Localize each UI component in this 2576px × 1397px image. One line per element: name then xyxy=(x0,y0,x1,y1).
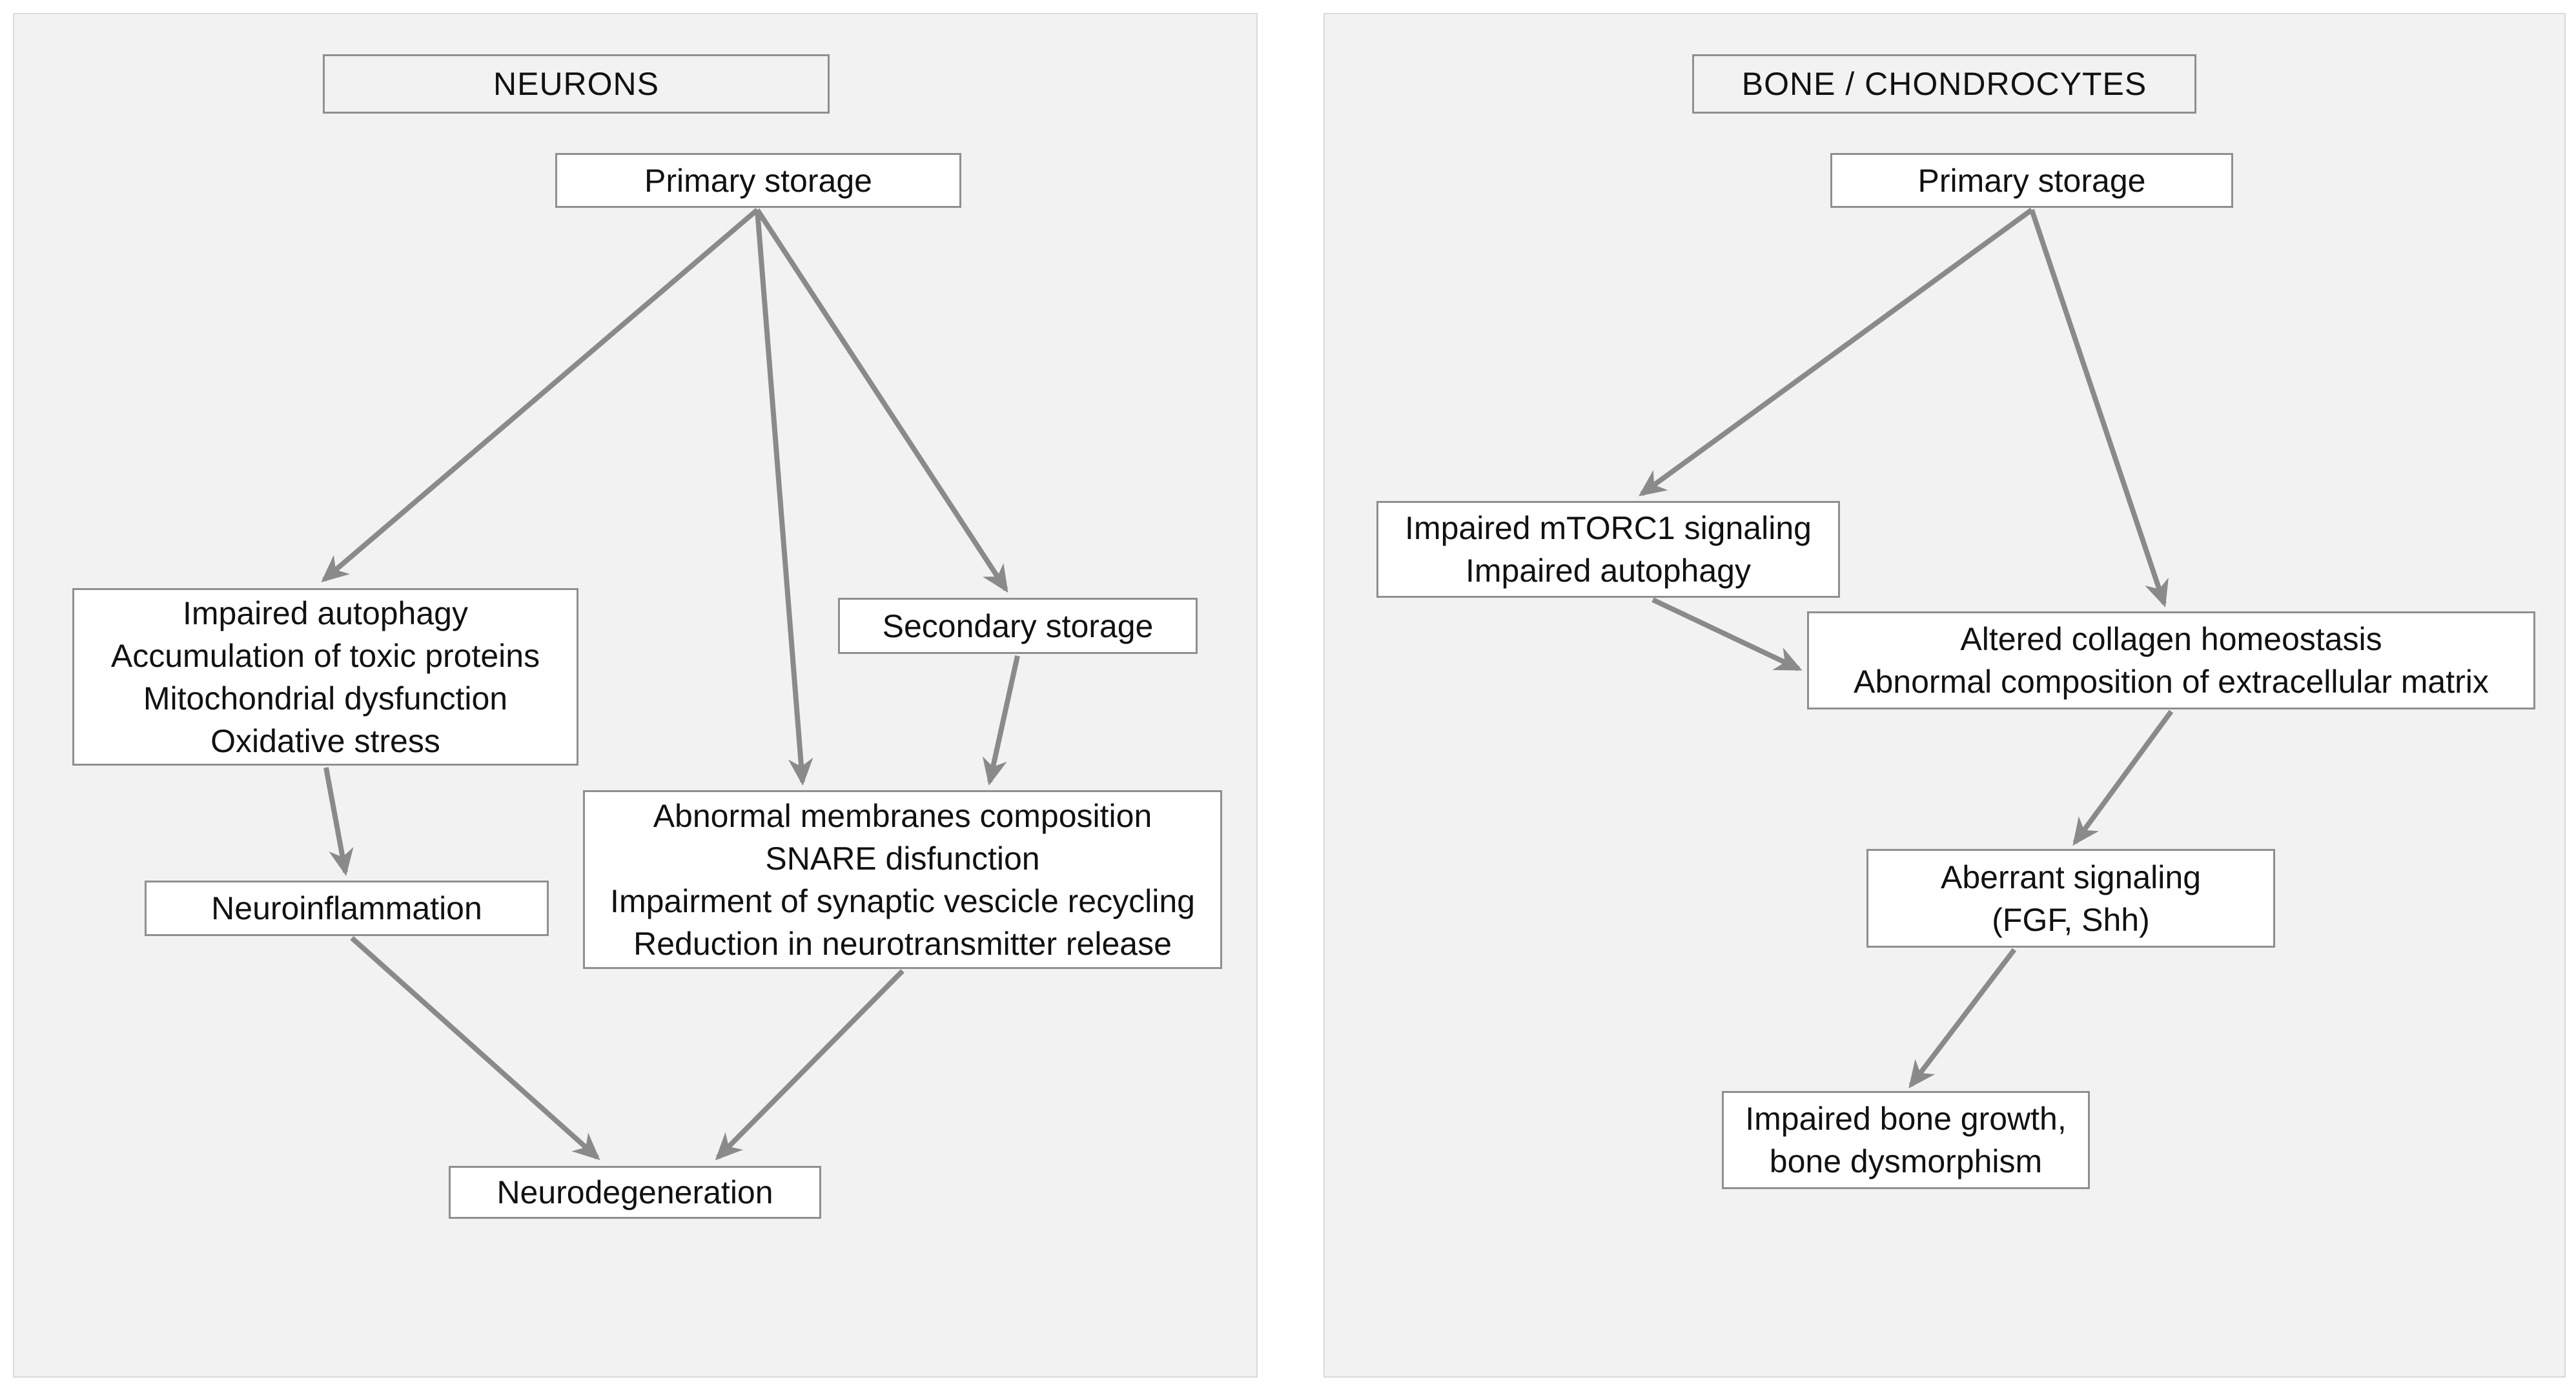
node-neurodegeneration: Neurodegeneration xyxy=(449,1166,821,1219)
node-abnormal-membranes: Abnormal membranes composition SNARE dis… xyxy=(583,790,1222,969)
node-impaired-bone-growth: Impaired bone growth, bone dysmorphism xyxy=(1722,1091,2090,1189)
node-neuroinflammation: Neuroinflammation xyxy=(145,881,549,936)
node-primary-storage-bone: Primary storage xyxy=(1830,153,2233,208)
node-primary-storage-neurons: Primary storage xyxy=(555,153,961,208)
bone-chondrocytes-title: BONE / CHONDROCYTES xyxy=(1692,54,2196,114)
node-altered-collagen: Altered collagen homeostasis Abnormal co… xyxy=(1807,611,2535,709)
neurons-title: NEURONS xyxy=(323,54,830,114)
node-impaired-mtorc1: Impaired mTORC1 signaling Impaired autop… xyxy=(1376,501,1840,598)
node-impaired-autophagy: Impaired autophagy Accumulation of toxic… xyxy=(72,588,578,766)
node-secondary-storage: Secondary storage xyxy=(838,598,1198,654)
node-aberrant-signaling: Aberrant signaling (FGF, Shh) xyxy=(1866,849,2275,948)
